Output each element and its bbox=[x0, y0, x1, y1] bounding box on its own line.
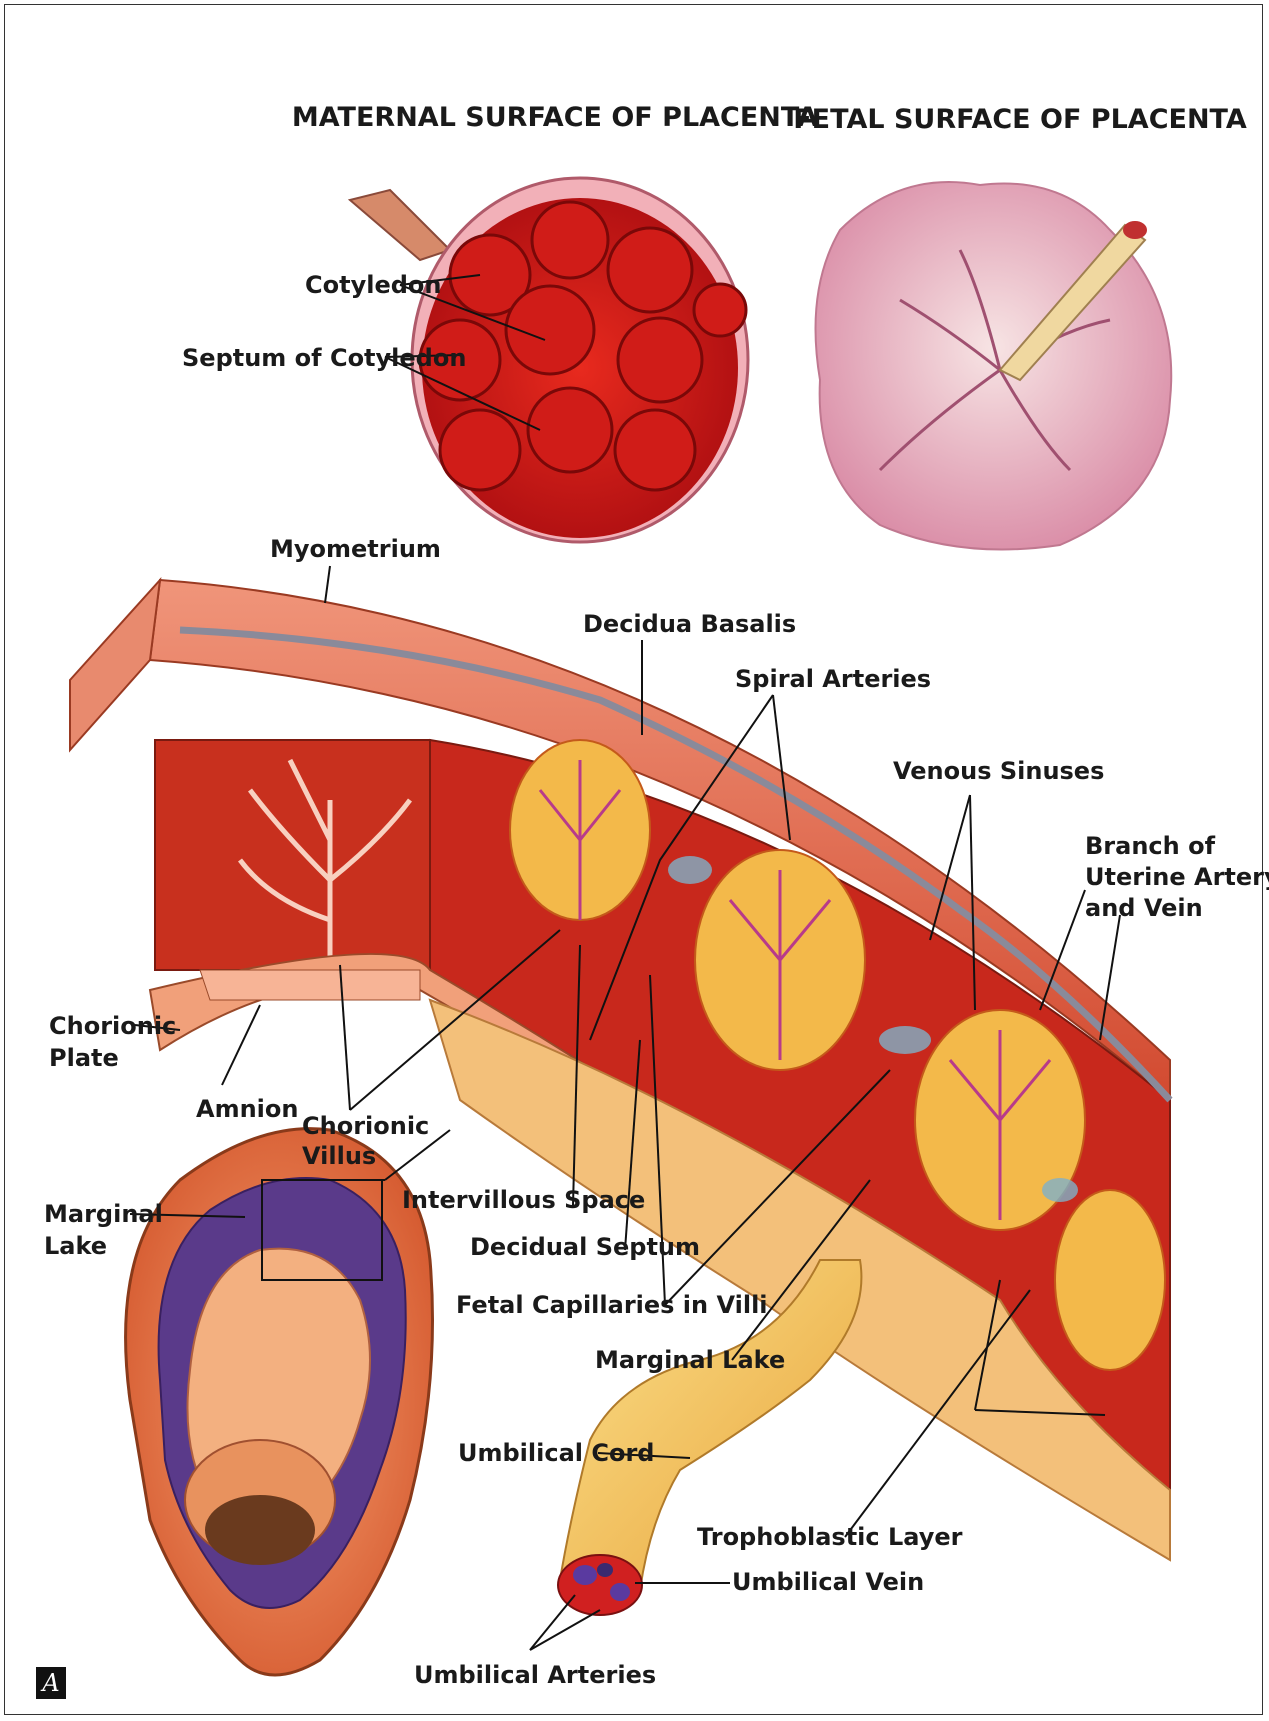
label-branch-line2: Uterine Artery bbox=[1085, 863, 1269, 891]
label-umbilical-cord: Umbilical Cord bbox=[458, 1439, 654, 1467]
label-chorionic-villus-line2: Villus bbox=[302, 1142, 376, 1170]
panel-letter-badge: A bbox=[36, 1667, 66, 1699]
label-marginal-lake: Marginal Lake bbox=[595, 1346, 785, 1374]
label-spiral-arteries: Spiral Arteries bbox=[735, 665, 931, 693]
label-trophoblastic-layer: Trophoblastic Layer bbox=[697, 1523, 963, 1551]
label-chorionic-villus-line1: Chorionic bbox=[302, 1112, 429, 1140]
label-chorionic-plate-line1: Chorionic bbox=[49, 1012, 176, 1040]
label-intervillous-space: Intervillous Space bbox=[402, 1186, 645, 1214]
label-myometrium: Myometrium bbox=[270, 535, 441, 563]
fetal-surface-heading: FETAL SURFACE OF PLACENTA bbox=[793, 104, 1247, 135]
label-umbilical-vein: Umbilical Vein bbox=[732, 1568, 924, 1596]
label-umbilical-arteries: Umbilical Arteries bbox=[414, 1661, 656, 1689]
label-septum-of-cotyledon: Septum of Cotyledon bbox=[182, 344, 466, 372]
label-marginal-lake-left-line1: Marginal bbox=[44, 1200, 163, 1228]
uterus-with-fetus bbox=[126, 1129, 433, 1675]
label-marginal-lake-left-line2: Lake bbox=[44, 1232, 107, 1260]
label-venous-sinuses: Venous Sinuses bbox=[893, 757, 1104, 785]
label-decidua-basalis: Decidua Basalis bbox=[583, 610, 796, 638]
maternal-surface-heading: MATERNAL SURFACE OF PLACENTA bbox=[292, 102, 818, 133]
label-chorionic-plate-line2: Plate bbox=[49, 1044, 119, 1072]
label-amnion: Amnion bbox=[196, 1095, 298, 1123]
label-fetal-capillaries: Fetal Capillaries in Villi bbox=[456, 1291, 768, 1319]
label-branch-line1: Branch of bbox=[1085, 832, 1216, 860]
label-branch-line3: and Vein bbox=[1085, 894, 1203, 922]
fetal-placenta bbox=[816, 182, 1172, 550]
label-decidual-septum: Decidual Septum bbox=[470, 1233, 700, 1261]
label-cotyledon: Cotyledon bbox=[305, 271, 441, 299]
